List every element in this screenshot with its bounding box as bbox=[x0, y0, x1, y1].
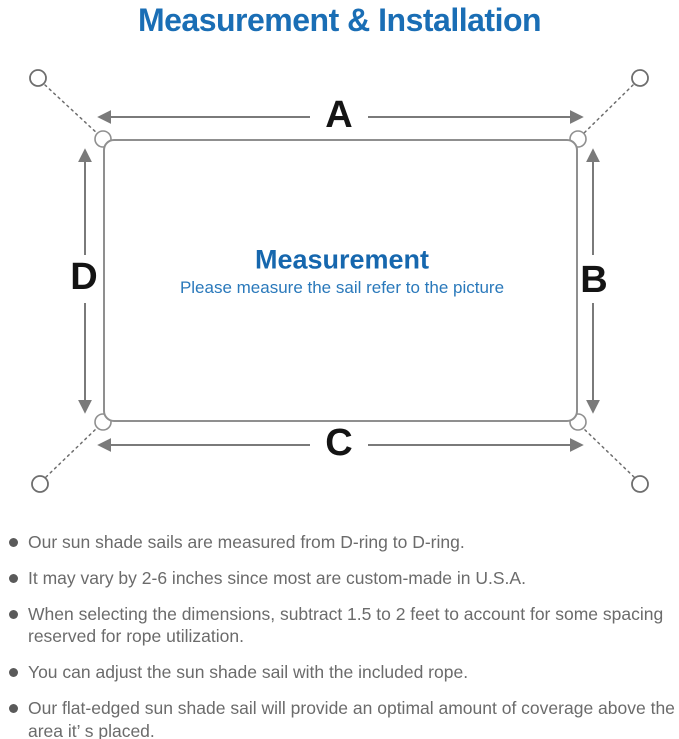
measurement-heading: Measurement bbox=[254, 244, 430, 275]
bullet-icon bbox=[9, 573, 18, 583]
rope-dash-bottom-left bbox=[45, 426, 99, 478]
bullet-icon bbox=[9, 609, 18, 619]
label-dimension-b: B bbox=[580, 259, 608, 301]
note-text: When selecting the dimensions, subtract … bbox=[28, 603, 664, 647]
rope-dash-top-right bbox=[581, 84, 634, 136]
anchor-point-top-left bbox=[29, 69, 47, 87]
sail-outline bbox=[103, 139, 578, 422]
note-item: Our flat-edged sun shade sail will provi… bbox=[9, 697, 675, 739]
label-dimension-d: D bbox=[70, 256, 98, 298]
note-text: It may vary by 2-6 inches since most are… bbox=[28, 567, 526, 588]
note-text: You can adjust the sun shade sail with t… bbox=[28, 662, 469, 682]
measurement-caption: Please measure the sail refer to the pic… bbox=[179, 278, 505, 297]
note-text: Our sun shade sails are measured from D-… bbox=[28, 532, 465, 552]
bullet-icon bbox=[9, 538, 18, 547]
note-text: Our flat-edged sun shade sail will provi… bbox=[28, 697, 675, 739]
page-title: Measurement & Installation bbox=[137, 2, 542, 38]
label-dimension-c: C bbox=[325, 422, 353, 464]
note-item: When selecting the dimensions, subtract … bbox=[9, 603, 675, 649]
anchor-point-bottom-left bbox=[31, 475, 49, 493]
note-item: You can adjust the sun shade sail with t… bbox=[9, 661, 675, 684]
note-item: It may vary by 2-6 inches since most are… bbox=[9, 567, 675, 590]
bullet-icon bbox=[9, 703, 18, 713]
note-item: Our sun shade sails are measured from D-… bbox=[9, 531, 675, 554]
rope-dash-bottom-right bbox=[582, 427, 635, 478]
anchor-point-bottom-right bbox=[631, 475, 649, 493]
bullet-icon bbox=[9, 668, 18, 677]
rope-dash-top-left bbox=[44, 84, 100, 136]
anchor-point-top-right bbox=[631, 69, 649, 87]
label-dimension-a: A bbox=[325, 94, 353, 136]
notes-list: Our sun shade sails are measured from D-… bbox=[0, 531, 679, 739]
measurement-diagram bbox=[29, 69, 649, 493]
